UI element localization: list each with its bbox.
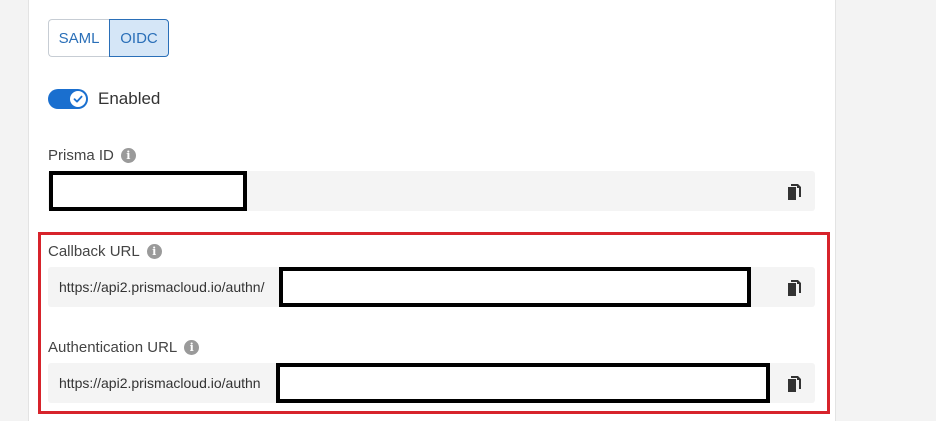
protocol-tabs: SAML OIDC bbox=[48, 19, 169, 57]
sso-settings-panel: SAML OIDC Enabled Prisma ID i Callback U… bbox=[28, 0, 836, 421]
enabled-toggle[interactable] bbox=[48, 89, 88, 109]
toggle-knob bbox=[70, 91, 86, 107]
redaction-box bbox=[276, 363, 770, 403]
callback-url-value: https://api2.prismacloud.io/authn/ bbox=[59, 279, 265, 295]
copy-icon[interactable] bbox=[785, 183, 803, 201]
authentication-url-value: https://api2.prismacloud.io/authn bbox=[59, 375, 261, 391]
authentication-url-field[interactable]: https://api2.prismacloud.io/authn bbox=[48, 363, 815, 403]
callback-url-label-row: Callback URL i bbox=[48, 243, 162, 260]
redaction-box bbox=[279, 267, 751, 307]
copy-icon[interactable] bbox=[785, 279, 803, 297]
info-icon[interactable]: i bbox=[184, 340, 200, 355]
redaction-box bbox=[49, 171, 247, 211]
prisma-id-label-row: Prisma ID i bbox=[48, 147, 136, 164]
callback-url-field[interactable]: https://api2.prismacloud.io/authn/ bbox=[48, 267, 815, 307]
authentication-url-label-row: Authentication URL i bbox=[48, 339, 200, 356]
info-icon[interactable]: i bbox=[146, 244, 162, 259]
prisma-id-field[interactable] bbox=[48, 171, 815, 211]
callback-url-label: Callback URL bbox=[48, 243, 140, 260]
highlight-box bbox=[38, 232, 830, 414]
enabled-toggle-row: Enabled bbox=[48, 89, 160, 109]
tab-saml[interactable]: SAML bbox=[48, 19, 109, 57]
tab-oidc[interactable]: OIDC bbox=[109, 19, 169, 57]
prisma-id-label: Prisma ID bbox=[48, 147, 114, 164]
enabled-label: Enabled bbox=[98, 89, 161, 108]
info-icon[interactable]: i bbox=[120, 148, 136, 163]
copy-icon[interactable] bbox=[785, 375, 803, 393]
authentication-url-label: Authentication URL bbox=[48, 339, 178, 356]
check-icon bbox=[73, 95, 83, 103]
